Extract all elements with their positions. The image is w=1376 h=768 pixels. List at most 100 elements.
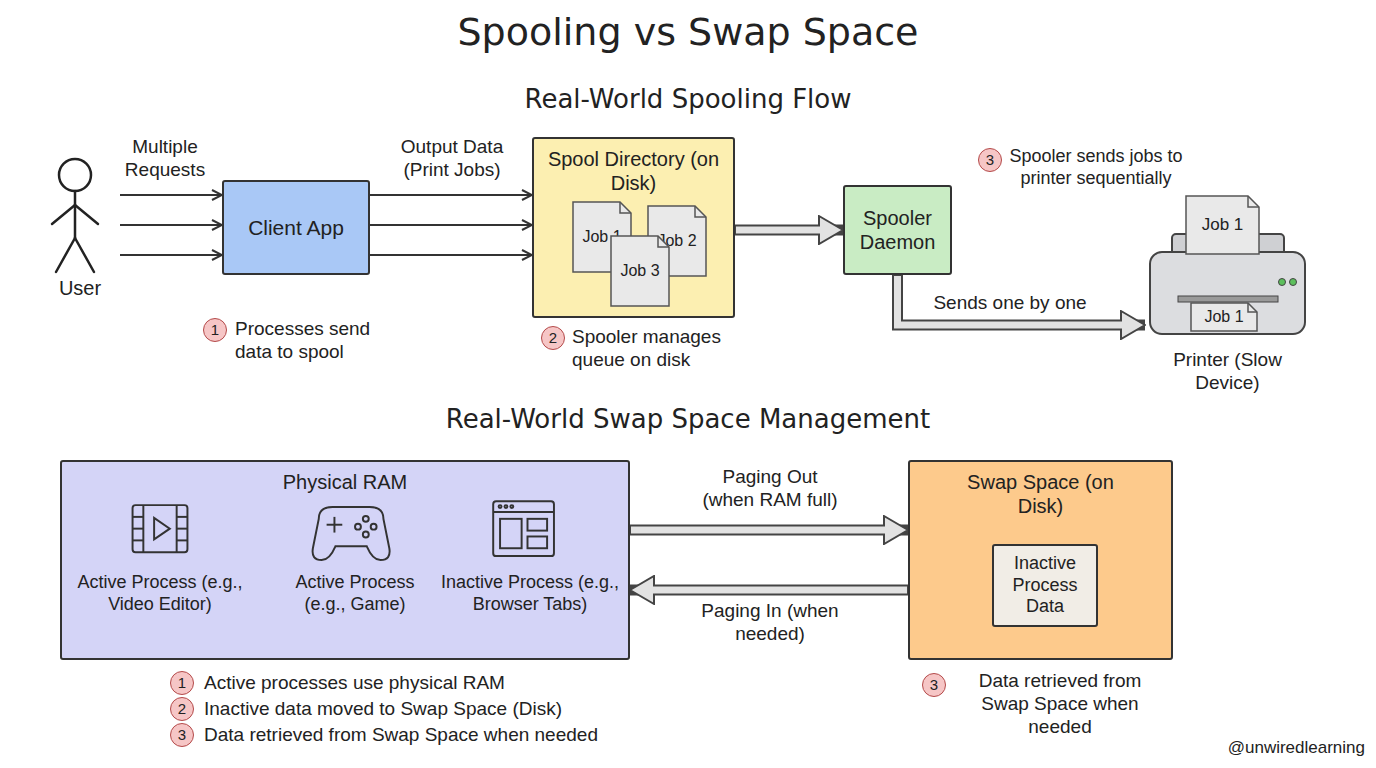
edge-label: Paging Out (when RAM full) [695,466,845,512]
arrow-note: Multiple Requests [110,136,220,182]
browser-icon [493,501,554,556]
connector-arrow [370,254,532,256]
user-figure: User [40,155,120,300]
data-box: Inactive Process Data [992,544,1098,627]
watermark: @unwiredlearning [1145,738,1365,758]
callout-text: Spooler manages queue on disk [572,326,747,372]
printer: Printer (Slow Device) Job 1 Job 1 [1145,190,1310,395]
process-box: Client App [222,180,370,275]
edge-label: Sends one by one [925,292,1095,315]
connector-arrow [120,194,222,196]
gamepad-icon [313,507,390,560]
video-icon [177,539,188,541]
section-title: Real-World Spooling Flow [388,84,988,115]
stick-figure [52,205,75,224]
icon-caption: Inactive Process (e.g., Browser Tabs) [438,572,623,615]
paper-fold [695,206,706,217]
browser-icon [504,505,507,508]
callout-text: Data retrieved from Swap Space when need… [204,724,644,747]
callout-text: Spooler sends jobs to printer sequential… [1007,146,1185,189]
video-icon [133,516,144,518]
arrow-fill [898,276,1124,325]
video-icon [133,505,188,552]
node-text: Job 3 [620,261,659,280]
printer-drawing [1178,296,1278,302]
stick-figure [74,191,77,238]
printed-page: Job 1 [1185,195,1260,255]
callout-text: Data retrieved from Swap Space when need… [953,670,1168,738]
node-text: User [59,276,101,300]
node-text: Inactive Process Data [1000,553,1090,618]
browser-icon [510,505,513,508]
stick-figure [75,238,94,272]
browser-icon [528,536,548,548]
connector-arrow [370,194,532,196]
video-icon [177,528,188,530]
connector-arrow [120,224,222,226]
paper-fold [1248,196,1259,207]
arrow-fill [736,227,821,234]
paper-fold [1248,303,1257,312]
paper-outline [611,236,669,306]
stick-figure [59,159,91,191]
node-text: Swap Space (on Disk) [966,470,1116,518]
ram-panel: Physical RAM [60,460,630,660]
callout-number: 3 [922,673,946,697]
callout-text: Processes send data to spool [235,318,400,364]
connector-arrow [370,224,532,226]
diagram-title: Spooling vs Swap Space [288,10,1088,56]
gamepad-icon [363,532,369,538]
gamepad-icon [333,517,335,533]
callout-number: 1 [203,318,227,342]
browser-icon [493,501,554,556]
paper-fold [620,202,631,213]
callout-number: 2 [541,326,565,350]
printer-drawing [1150,252,1305,334]
paper-outline [1186,196,1259,254]
node-text: Client App [248,215,344,240]
node-text: Job 1 [1204,307,1243,326]
node-text: Spooler Daemon [851,206,944,254]
gamepad-icon [355,524,361,530]
job-file: Job 3 [610,235,670,307]
arrow-note: Output Data (Print Jobs) [377,136,527,182]
connector-arrow [120,254,222,256]
paper-fold [658,236,669,247]
swap-panel: Swap Space (on Disk) Inactive Process Dat… [908,460,1173,660]
video-icon [133,505,188,552]
callout-number: 3 [170,723,194,747]
callout-text: Active processes use physical RAM [204,672,644,695]
video-icon [133,528,144,530]
node-text: Physical RAM [283,470,407,494]
node-text: Job 1 [1202,215,1244,235]
printer-drawing [1290,279,1297,286]
video-icon [154,518,170,540]
node-text: Spool Directory (on Disk) [546,147,721,195]
arrow-fill [652,587,907,594]
section-title: Real-World Swap Space Management [338,404,1038,435]
browser-icon [499,505,502,508]
paper-outline [1191,303,1257,331]
callout-number: 1 [170,671,194,695]
arrow-fill [631,527,886,534]
connector-arrow [898,275,1146,325]
node-text: Printer (Slow Device) [1163,349,1293,395]
callout-number: 2 [170,697,194,721]
connector-arrow [735,225,843,236]
video-icon [177,516,188,518]
gamepad-icon [363,516,369,522]
printed-page: Job 1 [1190,302,1258,332]
stick-figure [52,159,98,272]
callout-text: Inactive data moved to Swap Space (Disk) [204,698,644,721]
stick-figure [75,205,98,224]
video-icon [133,539,144,541]
connector-arrow [630,585,908,596]
edge-label: Paging In (when needed) [695,600,845,646]
connector-arrow [630,525,908,536]
icon-caption: Active Process (e.g., Video Editor) [63,572,258,615]
stick-figure [56,238,75,272]
browser-icon [493,511,554,513]
gamepad-icon [313,507,390,560]
